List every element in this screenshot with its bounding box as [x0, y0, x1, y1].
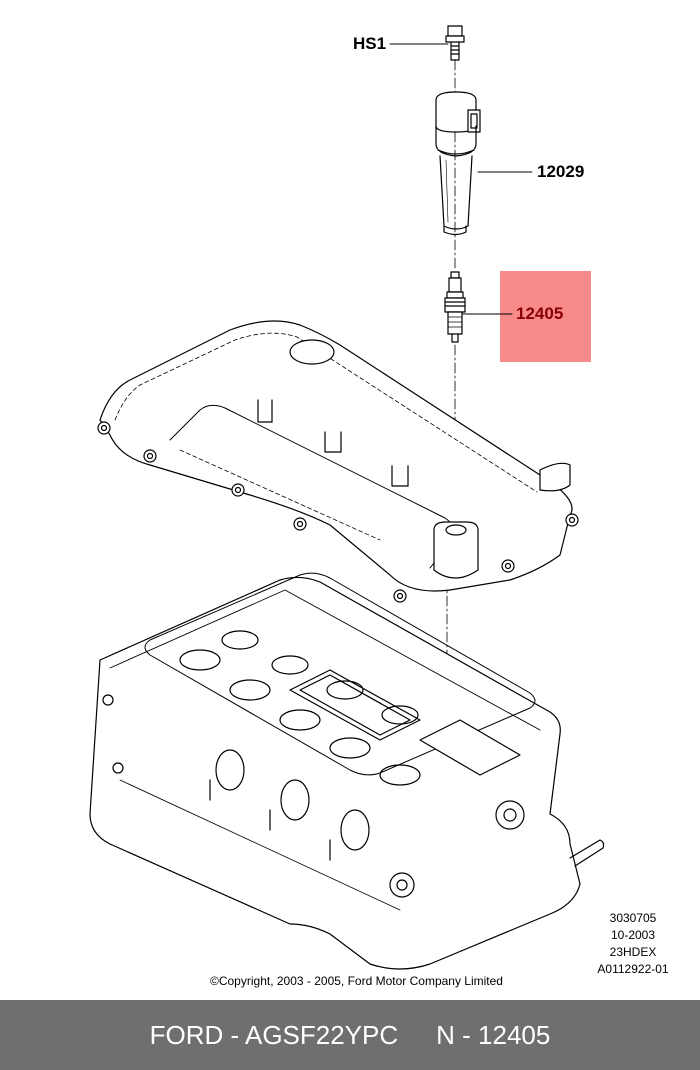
- spark-plug-12405: [444, 271, 466, 343]
- drawing-code: 3030705: [609, 911, 657, 925]
- footer-bar: FORD - AGSF22YPC N - 12405: [0, 1000, 700, 1070]
- drawing-codes: 3030705 10-2003 23HDEX A0112922-01: [583, 910, 683, 978]
- drawing-code: 23HDEX: [609, 945, 657, 959]
- callout-12405: 12405: [516, 304, 564, 323]
- bolt-hs1: [445, 25, 465, 61]
- drawing-code: 10-2003: [610, 928, 656, 942]
- highlight-box-12405: [500, 271, 591, 362]
- callout-hs1: HS1: [353, 34, 387, 53]
- copyright-notice: ©Copyright, 2003 - 2005, Ford Motor Comp…: [210, 974, 503, 988]
- valve-cover: [97, 320, 579, 603]
- footer-part-number: N - 12405: [436, 1019, 551, 1050]
- footer-part-ref: FORD - AGSF22YPC: [149, 1019, 399, 1050]
- drawing-code: A0112922-01: [597, 962, 669, 976]
- exploded-parts-diagram: [89, 25, 605, 970]
- cylinder-head: [89, 572, 605, 970]
- callout-12029: 12029: [537, 162, 585, 181]
- ignition-coil-12029: [435, 91, 481, 236]
